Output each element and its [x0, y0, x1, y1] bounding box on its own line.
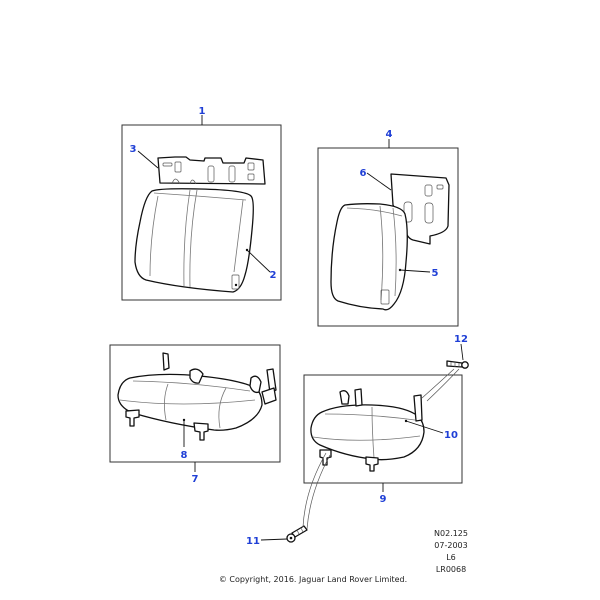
backrest-cushion — [134, 188, 254, 293]
reference-model: L6 — [446, 553, 456, 562]
callout-9: 9 — [380, 494, 387, 505]
screw-11 — [260, 525, 308, 543]
seat-cushion — [117, 352, 277, 441]
centre-backrest-cushion — [330, 203, 408, 311]
callout-8: 8 — [181, 450, 188, 461]
reference-date: 07-2003 — [434, 541, 467, 550]
callout-4: 4 — [386, 129, 393, 140]
screw-11-leader — [302, 452, 327, 528]
group-4-frame — [317, 147, 459, 327]
screw-12-leader — [421, 368, 455, 399]
group-1-rear-backrest-assembly — [121, 115, 282, 301]
group-4-centre-backrest-assembly — [317, 139, 459, 327]
reference-number: N02.125 — [434, 529, 468, 538]
callout-1: 1 — [199, 106, 206, 117]
callout-10: 10 — [444, 430, 458, 441]
screw-12 — [446, 343, 469, 369]
callout-3: 3 — [130, 144, 137, 155]
callout-7: 7 — [192, 474, 199, 485]
callout-5: 5 — [432, 268, 439, 279]
group-9-centre-cushion-assembly — [303, 374, 463, 492]
callout-6: 6 — [360, 168, 367, 179]
callout-2: 2 — [270, 270, 277, 281]
group-7-rear-cushion-assembly — [109, 344, 281, 472]
centre-seat-cushion — [310, 388, 425, 472]
group-1-frame — [121, 124, 282, 301]
callout-12: 12 — [454, 334, 468, 345]
copyright-notice: © Copyright, 2016. Jaguar Land Rover Lim… — [219, 575, 407, 584]
reference-code: LR0068 — [436, 565, 466, 574]
backrest-frame-plate — [157, 156, 266, 185]
callout-11: 11 — [246, 536, 260, 547]
